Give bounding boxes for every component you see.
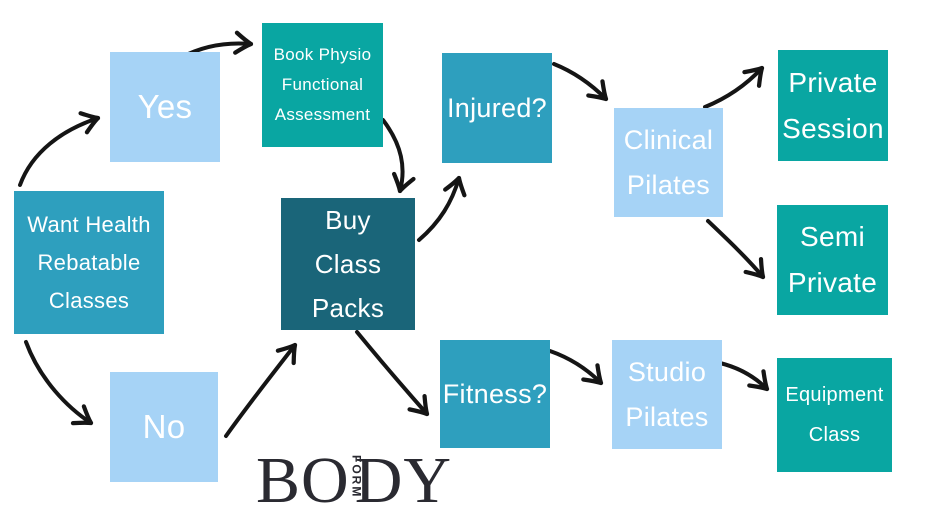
arrow-buy-to-fitness — [355, 330, 430, 417]
node-clinical-pilates: Clinical Pilates — [614, 108, 723, 217]
node-private-session: Private Session — [778, 50, 888, 161]
arrow-injured-to-clinical — [552, 62, 609, 102]
node-no: No — [110, 372, 218, 482]
arrow-want-to-no — [24, 340, 94, 426]
node-fitness: Fitness? — [440, 340, 550, 448]
node-studio-pilates: Studio Pilates — [612, 340, 722, 449]
node-want-health-rebatable-classes: Want Health Rebatable Classes — [14, 191, 164, 334]
logo-text-form: FORM — [349, 455, 364, 499]
arrow-buy-to-injured — [417, 175, 467, 242]
node-injured: Injured? — [442, 53, 552, 163]
arrow-book-to-buy — [381, 118, 416, 194]
logo-text-bo: BO — [256, 444, 350, 517]
node-yes: Yes — [110, 52, 220, 162]
bodyform-logo: BO FORM DY — [256, 444, 453, 517]
arrow-no-to-buy — [224, 342, 298, 438]
arrow-clinical-to-semi — [706, 219, 766, 280]
arrow-want-to-yes — [18, 111, 101, 187]
node-buy-class-packs: Buy Class Packs — [281, 198, 415, 330]
logo-text-dy: DY — [354, 444, 453, 517]
node-semi-private: Semi Private — [777, 205, 888, 315]
arrow-studio-to-equipment — [718, 361, 770, 392]
node-book-physio-functional-assessment: Book Physio Functional Assessment — [262, 23, 383, 147]
arrow-fitness-to-studio — [548, 349, 604, 386]
node-equipment-class: Equipment Class — [777, 358, 892, 472]
arrow-clinical-to-private — [703, 65, 765, 109]
